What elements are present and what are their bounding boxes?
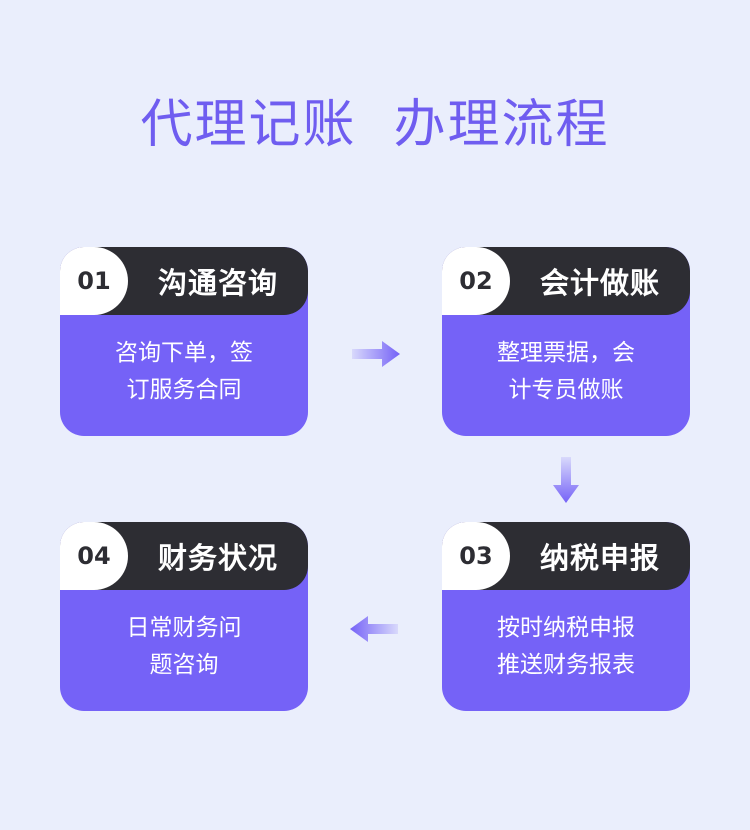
step-description-line: 计专员做账 <box>508 377 624 403</box>
step-card-01: 01 沟通咨询 咨询下单，签 订服务合同 <box>60 247 308 436</box>
step-number: 01 <box>60 247 128 315</box>
step-description-line: 日常财务问 <box>126 615 242 641</box>
step-title: 会计做账 <box>539 266 660 300</box>
step-card-02: 02 会计做账 整理票据，会 计专员做账 <box>442 247 690 436</box>
step-description: 整理票据，会 计专员做账 <box>442 335 690 409</box>
step-title: 财务状况 <box>157 541 278 575</box>
step-card-03: 03 纳税申报 按时纳税申报 推送财务报表 <box>442 522 690 711</box>
step-title: 沟通咨询 <box>157 266 278 300</box>
step-number: 04 <box>60 522 128 590</box>
arrow-left-icon <box>350 616 398 642</box>
page-title: 代理记账 办理流程 <box>140 95 610 155</box>
step-number: 02 <box>442 247 510 315</box>
step-description-line: 按时纳税申报 <box>497 615 635 641</box>
step-title: 纳税申报 <box>539 541 660 575</box>
step-description: 日常财务问 题咨询 <box>60 610 308 684</box>
step-description: 按时纳税申报 推送财务报表 <box>442 610 690 684</box>
step-description-line: 订服务合同 <box>126 377 242 403</box>
arrow-right-icon <box>352 341 400 367</box>
step-card-04: 04 财务状况 日常财务问 题咨询 <box>60 522 308 711</box>
step-description-line: 咨询下单，签 <box>115 340 253 366</box>
arrow-down-icon <box>553 457 579 503</box>
step-description: 咨询下单，签 订服务合同 <box>60 335 308 409</box>
step-description-line: 推送财务报表 <box>497 652 635 678</box>
step-number: 03 <box>442 522 510 590</box>
step-description-line: 题咨询 <box>149 652 219 678</box>
step-description-line: 整理票据，会 <box>497 340 635 366</box>
